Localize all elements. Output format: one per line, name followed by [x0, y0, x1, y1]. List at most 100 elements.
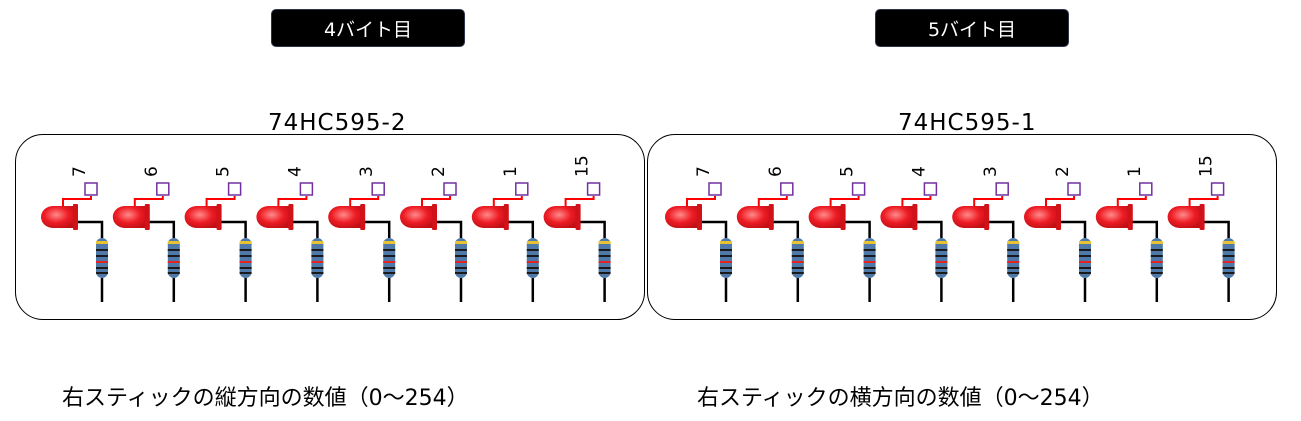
- pin-box: [923, 182, 938, 196]
- black-wire: [73, 220, 104, 238]
- resistor-band: [791, 272, 804, 274]
- resistor-band: [167, 272, 180, 274]
- resistor-band: [239, 255, 252, 257]
- led-body: [112, 206, 147, 228]
- resistor-band: [96, 261, 108, 263]
- resistor-band: [720, 267, 732, 269]
- resistor-band: [935, 261, 948, 263]
- resistor-band: [239, 249, 252, 251]
- led-body: [736, 206, 771, 228]
- led-body: [1167, 206, 1202, 228]
- pin-box: [586, 182, 601, 196]
- led-body: [808, 206, 843, 228]
- resistor-band: [311, 267, 324, 269]
- led-flange: [432, 204, 437, 230]
- led-flange: [1056, 204, 1061, 230]
- resistor-band: [598, 255, 611, 257]
- resistor-band: [383, 272, 396, 274]
- red-wire: [1188, 196, 1219, 207]
- resistor-band: [863, 267, 876, 269]
- led-body: [880, 206, 915, 228]
- pin-box: [156, 182, 170, 196]
- red-wire: [62, 196, 92, 207]
- resistor-band: [720, 255, 732, 257]
- black-wire: [216, 220, 247, 238]
- black-wire: [503, 220, 535, 238]
- resistor-band: [526, 272, 539, 274]
- resistor-band: [1007, 272, 1020, 274]
- red-wire: [133, 196, 164, 207]
- resistor-band: [96, 249, 108, 251]
- resistor-band: [383, 261, 396, 263]
- resistor-band: [863, 261, 876, 263]
- red-wire: [829, 196, 860, 207]
- resistor-band: [167, 255, 180, 257]
- resistor-band: [935, 255, 948, 257]
- resistor-band: [1222, 241, 1235, 244]
- led-flange: [840, 204, 846, 230]
- pin-box: [371, 182, 385, 196]
- led-body: [400, 206, 434, 228]
- caption-vertical-value: 右スティックの縦方向の数値（0～254）: [62, 386, 469, 411]
- black-wire: [360, 220, 391, 238]
- resistor-band: [791, 267, 804, 269]
- resistor-band: [1150, 261, 1163, 263]
- pin-number: 3: [357, 166, 377, 177]
- pin-number: 1: [1125, 166, 1145, 177]
- resistor-band: [791, 255, 804, 257]
- resistor-band: [1222, 272, 1235, 274]
- resistor-band: [96, 241, 108, 244]
- resistor-band: [791, 249, 804, 251]
- resistor-band: [239, 261, 252, 263]
- resistor-band: [167, 241, 180, 244]
- black-wire: [1199, 220, 1230, 238]
- led-flange: [912, 204, 918, 230]
- resistor-band: [96, 272, 108, 274]
- resistor-band: [1007, 241, 1020, 244]
- resistor-band: [935, 272, 948, 274]
- resistor-band: [598, 272, 611, 274]
- black-wire: [697, 220, 728, 238]
- black-wire: [984, 220, 1015, 238]
- resistor-band: [598, 261, 611, 263]
- black-wire: [912, 220, 943, 238]
- pin-number: 2: [1053, 166, 1073, 177]
- resistor-band: [383, 249, 396, 251]
- resistor-band: [526, 261, 539, 263]
- resistor-band: [455, 241, 467, 244]
- resistor-band: [526, 249, 539, 251]
- resistor-band: [598, 249, 611, 251]
- resistor-band: [526, 255, 539, 257]
- led-flange: [288, 204, 294, 230]
- led-body: [328, 206, 363, 228]
- red-wire: [757, 196, 788, 207]
- resistor-band: [311, 261, 324, 263]
- red-wire: [901, 196, 932, 207]
- resistor-band: [1150, 241, 1163, 244]
- red-wire: [973, 196, 1004, 207]
- resistor-band: [526, 241, 539, 244]
- resistor-band: [383, 267, 396, 269]
- led-flange: [768, 204, 774, 230]
- resistor-band: [935, 267, 948, 269]
- resistor-band: [863, 249, 876, 251]
- resistor-band: [791, 241, 804, 244]
- led-flange: [360, 204, 366, 230]
- led-flange: [73, 204, 78, 230]
- resistor-band: [96, 255, 108, 257]
- pin-number: 3: [981, 166, 1001, 177]
- resistor-band: [526, 267, 539, 269]
- led-body: [952, 206, 987, 228]
- pin-number: 2: [429, 166, 449, 177]
- resistor-band: [311, 241, 324, 244]
- pin-number: 4: [285, 166, 305, 177]
- caption-horizontal-value: 右スティックの横方向の数値（0～254）: [697, 386, 1104, 411]
- resistor-band: [455, 261, 467, 263]
- resistor-band: [598, 241, 611, 244]
- red-wire: [277, 196, 308, 207]
- red-wire: [1116, 196, 1147, 207]
- resistor-band: [1079, 267, 1091, 269]
- resistor-band: [1150, 249, 1163, 251]
- pin-box: [995, 182, 1009, 196]
- resistor-band: [720, 261, 732, 263]
